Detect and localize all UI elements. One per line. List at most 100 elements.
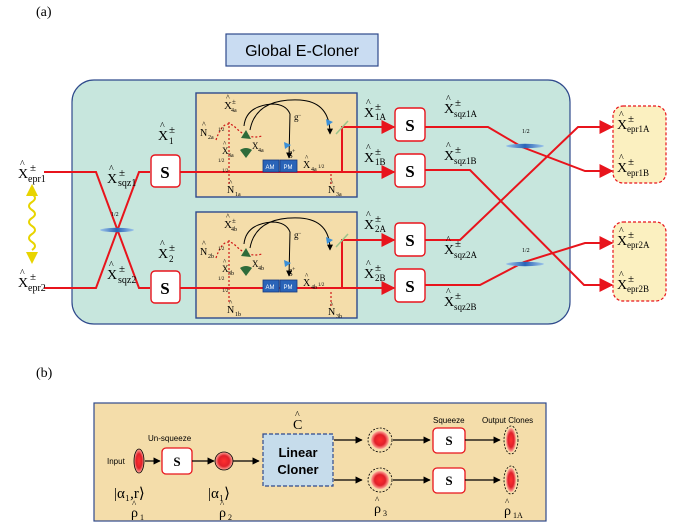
beam-splitter-input — [100, 227, 134, 233]
svg-text:^: ^ — [220, 499, 225, 509]
svg-text:±: ± — [628, 156, 634, 168]
svg-text:^: ^ — [229, 299, 233, 307]
c-hat-symbol: C — [293, 418, 302, 433]
s-box-unsqueeze: S — [161, 447, 193, 475]
label-x-sqz1b: X^ ± sqz1B — [444, 141, 477, 166]
svg-text:g: g — [288, 148, 293, 158]
svg-text:1/2: 1/2 — [222, 289, 229, 294]
output-clone-top — [506, 428, 516, 452]
label-x-epr1b: X^ ± epr1B — [617, 153, 649, 178]
s-box-1b: S — [394, 153, 426, 188]
svg-text:^: ^ — [619, 153, 624, 164]
label-x-sqz2b: X^ ± sqz2B — [444, 287, 477, 312]
beam-splitter-out1 — [506, 143, 544, 149]
svg-text:g: g — [294, 112, 299, 122]
svg-text:±: ± — [30, 162, 36, 174]
svg-text:1/2: 1/2 — [222, 169, 229, 174]
svg-text:3a: 3a — [228, 153, 234, 159]
svg-text:±: ± — [375, 213, 381, 225]
svg-text:sqz1: sqz1 — [118, 178, 136, 189]
svg-text:^: ^ — [619, 270, 624, 281]
inner-bottom-contents: AM PM X^ ± 4b N^ 2b 1/2 X^ 3b 1/2 X 4b g… — [200, 212, 342, 320]
label-x-epr1a: X^ ± epr1A — [617, 110, 650, 134]
svg-text:3b: 3b — [228, 271, 234, 277]
svg-text:S: S — [445, 473, 452, 488]
svg-text:4b: 4b — [231, 227, 237, 233]
clone-blob-top — [371, 431, 389, 449]
svg-text:ρ: ρ — [131, 506, 138, 521]
svg-text:X: X — [444, 149, 454, 164]
squeeze-label: Squeeze — [433, 416, 465, 425]
svg-text:^: ^ — [109, 260, 114, 271]
svg-text:ρ: ρ — [219, 506, 226, 521]
svg-text:^: ^ — [226, 212, 230, 221]
svg-text:X: X — [107, 268, 117, 283]
wavy-arrow-top — [26, 184, 38, 196]
svg-text:^: ^ — [366, 210, 371, 221]
svg-text:^: ^ — [20, 159, 25, 170]
inner-box-bottom — [195, 211, 358, 319]
svg-text:S: S — [405, 162, 414, 181]
panel-a-label: (a) — [36, 5, 52, 20]
svg-text:ρ: ρ — [504, 504, 511, 519]
svg-text:sqz2: sqz2 — [118, 275, 136, 286]
svg-text:±: ± — [119, 167, 125, 179]
svg-text:X: X — [444, 295, 454, 310]
label-x-epr2b: X^ ± epr2B — [617, 270, 649, 294]
diagram-title: Global E-Cloner — [245, 43, 360, 60]
svg-text:^: ^ — [223, 258, 227, 266]
svg-text:^: ^ — [375, 495, 380, 505]
svg-text:X: X — [303, 278, 311, 289]
svg-text:X: X — [303, 160, 311, 171]
svg-text:1/2: 1/2 — [318, 283, 325, 288]
svg-text:X: X — [107, 172, 117, 187]
svg-text:X: X — [364, 106, 374, 121]
label-x1: X ^ ± 1 — [158, 121, 175, 146]
rho-3: ρ^ 3 — [374, 495, 387, 518]
svg-text:X: X — [444, 243, 454, 258]
svg-text:2: 2 — [169, 254, 174, 264]
svg-text:^: ^ — [305, 272, 309, 280]
svg-text:epr2: epr2 — [28, 283, 46, 294]
svg-text:X: X — [158, 247, 168, 262]
input-label: Input — [107, 457, 126, 466]
inner-box-top — [195, 92, 358, 198]
inner-top-contents: AM PM X^ ± 4a N^ 2a 1/2 X^ 3a 1/2 X 4a g… — [200, 93, 342, 198]
svg-text:S: S — [160, 163, 169, 182]
svg-text:epr1B: epr1B — [627, 168, 649, 178]
clone-blob-bottom-ring — [367, 467, 393, 493]
svg-text:2a: 2a — [208, 135, 214, 141]
svg-text:PM: PM — [284, 165, 293, 171]
svg-text:X: X — [252, 259, 259, 269]
ket-mid: |α₁⟩ — [208, 486, 230, 502]
unsqueeze-label: Un-squeeze — [148, 434, 192, 443]
mid-state-blob — [214, 451, 234, 471]
label-x-epr2a: X^ ± epr2A — [617, 226, 650, 250]
svg-text:X: X — [224, 219, 232, 231]
s-box-1a: S — [394, 107, 426, 142]
svg-text:±: ± — [169, 242, 175, 254]
svg-text:^: ^ — [330, 179, 334, 187]
svg-text:1/2: 1/2 — [218, 247, 225, 252]
svg-text:sqz1A: sqz1A — [454, 109, 477, 119]
svg-text:±: ± — [169, 124, 175, 136]
svg-text:X: X — [364, 218, 374, 233]
svg-text:±: ± — [455, 144, 461, 156]
svg-text:epr1A: epr1A — [627, 124, 650, 134]
svg-text:^: ^ — [223, 140, 227, 148]
svg-text:^: ^ — [109, 164, 114, 175]
svg-text:4b: 4b — [258, 266, 264, 272]
svg-text:±: ± — [30, 271, 36, 283]
svg-text:X: X — [617, 118, 627, 133]
label-x2: X ^ ± 2 — [158, 239, 175, 264]
svg-text:4a: 4a — [258, 148, 264, 154]
svg-text:±: ± — [119, 263, 125, 275]
svg-text:±: ± — [232, 98, 236, 106]
svg-text:±: ± — [455, 290, 461, 302]
svg-text:1A: 1A — [375, 112, 387, 122]
s-box-2: S — [150, 270, 181, 304]
svg-text:AM: AM — [266, 285, 275, 291]
svg-text:1a: 1a — [235, 192, 241, 198]
svg-text:N: N — [227, 185, 234, 196]
